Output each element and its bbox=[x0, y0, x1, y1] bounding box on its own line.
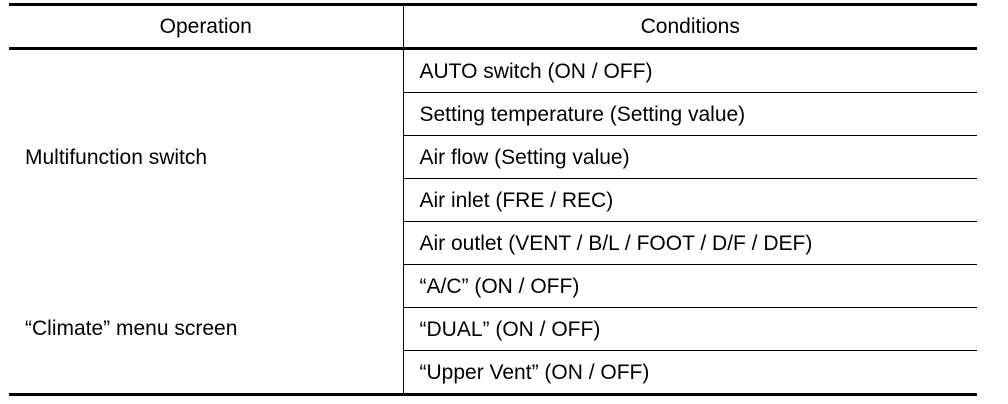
header-conditions: Conditions bbox=[403, 3, 977, 50]
condition-cell: “DUAL” (ON / OFF) bbox=[403, 307, 977, 351]
table-row: “Climate” menu screen “A/C” (ON / OFF) bbox=[9, 264, 977, 396]
table-row: Multifunction switch AUTO switch (ON / O… bbox=[9, 48, 977, 265]
table-row: “DUAL” (ON / OFF) bbox=[9, 307, 977, 351]
operation-conditions-table: Operation Conditions Multifunction switc… bbox=[9, 3, 977, 396]
condition-cell: Setting temperature (Setting value) bbox=[403, 92, 977, 136]
table-row: Air flow (Setting value) bbox=[9, 135, 977, 179]
table-row: Air inlet (FRE / REC) bbox=[9, 178, 977, 222]
condition-cell: AUTO switch (ON / OFF) bbox=[403, 48, 977, 93]
header-operation: Operation bbox=[9, 3, 404, 50]
table-row: Air outlet (VENT / B/L / FOOT / D/F / DE… bbox=[9, 221, 977, 265]
operation-cell-climate-menu-screen: “Climate” menu screen bbox=[9, 264, 404, 396]
condition-cell: Air inlet (FRE / REC) bbox=[403, 178, 977, 222]
condition-cell: Air flow (Setting value) bbox=[403, 135, 977, 179]
header-row: Operation Conditions bbox=[9, 3, 977, 50]
condition-cell: “Upper Vent” (ON / OFF) bbox=[403, 350, 977, 396]
operation-conditions-table-container: Operation Conditions Multifunction switc… bbox=[9, 3, 977, 396]
condition-cell: Air outlet (VENT / B/L / FOOT / D/F / DE… bbox=[403, 221, 977, 265]
table-row: Setting temperature (Setting value) bbox=[9, 92, 977, 136]
operation-cell-multifunction-switch: Multifunction switch bbox=[9, 48, 404, 265]
table-row: “Upper Vent” (ON / OFF) bbox=[9, 350, 977, 396]
condition-cell: “A/C” (ON / OFF) bbox=[403, 264, 977, 308]
